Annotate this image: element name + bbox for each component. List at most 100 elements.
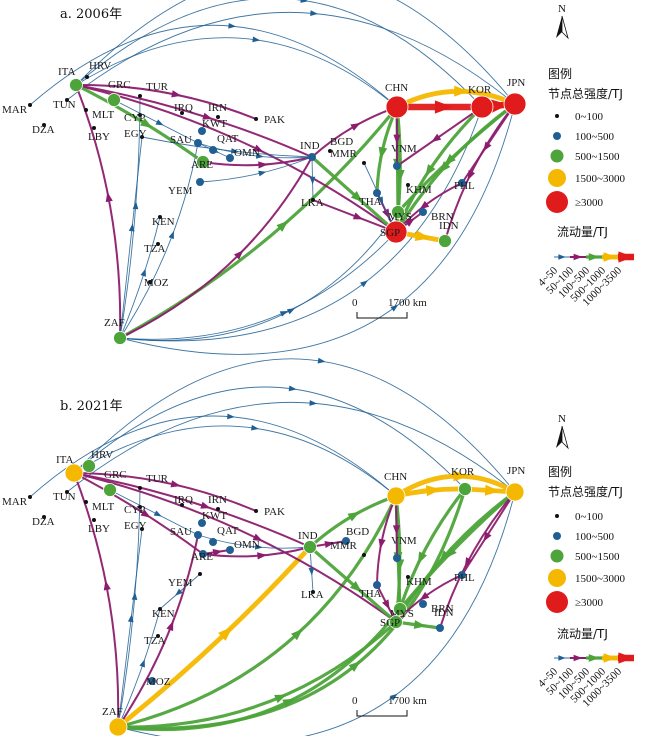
flow-arrow-are-omn	[212, 548, 223, 557]
flow-arrow-ita-are	[140, 509, 151, 518]
flow-line-ita-are	[73, 472, 204, 555]
flow-line-zaf-ind	[119, 156, 313, 339]
node-label-idn: IDN	[439, 220, 459, 232]
node-kor	[470, 95, 494, 119]
node-label-phl: PHL	[454, 572, 475, 584]
node-grc	[107, 93, 121, 107]
node-jpn	[505, 482, 525, 502]
node-irn	[216, 115, 220, 119]
flow-line-yem-ind	[199, 156, 313, 183]
flow-line-zaf-tur	[119, 95, 141, 339]
node-legend-swatch-0	[555, 114, 559, 118]
flow-line-zaf-mys	[116, 607, 402, 732]
north-arrow-icon: N	[556, 3, 569, 40]
node-label-brn: BRN	[431, 211, 454, 223]
node-label-khm: KHM	[406, 184, 432, 196]
node-mar	[28, 495, 32, 499]
flow-line-ita-sgp	[73, 472, 397, 623]
flow-arrow-tha-sgp	[382, 599, 390, 610]
node-label-moz: MOZ	[144, 277, 169, 289]
node-legend-swatch-0	[555, 514, 559, 518]
node-phl	[458, 179, 466, 187]
node-label-irq: IRQ	[174, 102, 193, 114]
flow-arrow-phl-sgp	[419, 200, 430, 210]
flow-arrow-zaf-mys	[286, 308, 295, 315]
node-tha	[373, 581, 381, 589]
node-label-omn: OMN	[234, 539, 260, 551]
node-legend-label-2: 500~1500	[575, 151, 620, 163]
flow-line-are-ind	[202, 156, 313, 167]
flow-line-zaf-ken	[119, 216, 161, 339]
node-legend-swatch-2	[550, 149, 564, 163]
flow-legend-arrow-1	[573, 253, 583, 261]
node-label-ind: IND	[300, 140, 320, 152]
node-label-mar: MAR	[2, 496, 28, 508]
node-label-tza: TZA	[144, 243, 165, 255]
flow-line-ita-ind	[73, 472, 311, 548]
flow-arrow-kor-sgp	[417, 551, 428, 565]
node-label-dza: DZA	[32, 124, 55, 136]
flow-line-zaf-egy	[117, 528, 143, 728]
node-irn	[216, 507, 220, 511]
legend-a: N 图例 节点总强度/TJ 0~100100~500500~15001500~3…	[536, 3, 634, 308]
node-label-bgd: BGD	[330, 136, 353, 148]
flow-line-zaf-sgp	[119, 231, 397, 340]
node-omn	[226, 154, 234, 162]
node-dza	[42, 123, 46, 127]
flow-arrow-sau-ind	[255, 153, 264, 159]
node-zaf	[113, 331, 127, 345]
flow-arrow-chn-jpn	[454, 85, 469, 97]
flow-arrow-chn-kor	[425, 485, 442, 497]
node-label-vnm: VNM	[391, 535, 417, 547]
node-egy	[140, 135, 144, 139]
flow-arrow-are-ind	[257, 552, 267, 560]
flow-arrow-ita-sgp	[252, 533, 263, 542]
node-qat	[209, 146, 217, 154]
flow-arrow-ind-bgd	[324, 540, 335, 549]
node-label-zaf: ZAF	[104, 317, 125, 329]
legend-b: N 图例 节点总强度/TJ 0~100100~500500~15001500~3…	[536, 413, 634, 709]
scale-distance-b: 1700 km	[388, 695, 427, 707]
node-lka	[311, 198, 315, 202]
node-mlt	[84, 500, 88, 504]
node-mys	[393, 602, 407, 616]
flow-line-jpn-mys	[398, 490, 517, 611]
node-tza	[156, 634, 160, 638]
node-legend-label-3: 1500~3000	[575, 573, 625, 585]
flow-line-zaf-sau	[119, 142, 199, 339]
flow-arrow-ind-sgp	[350, 191, 363, 203]
node-label-kwt: KWT	[202, 510, 227, 522]
flow-arrow-zaf-ita	[103, 580, 111, 591]
flow-arrow-ind-lka	[309, 176, 316, 185]
node-label-pak: PAK	[264, 114, 285, 126]
north-arrow-icon: N	[556, 413, 569, 450]
scale-zero-b: 0	[352, 695, 358, 707]
flow-line-ita-pak	[73, 472, 257, 512]
node-legend-swatch-4	[546, 591, 568, 613]
node-vnm	[393, 554, 401, 562]
node-label-omn: OMN	[234, 147, 260, 159]
flow-legend-arrow-4	[618, 652, 634, 664]
node-legend-swatch-1	[553, 532, 561, 540]
node-kwt	[198, 519, 206, 527]
node-tur	[138, 94, 142, 98]
flow-line-sau-ind	[197, 534, 311, 549]
node-sgp	[389, 615, 403, 629]
flow-arrow-grc-sau	[153, 510, 162, 517]
flow-line-zaf-ita	[73, 472, 120, 728]
node-lby	[92, 518, 96, 522]
node-mmr	[362, 161, 366, 165]
flow-arrow-sgp-idn	[414, 230, 431, 242]
node-label-tha: THA	[359, 196, 382, 208]
flow-line-ita-jpn	[75, 0, 516, 105]
node-label-kwt: KWT	[202, 118, 227, 130]
node-label-lby: LBY	[88, 523, 110, 535]
node-label-kor: KOR	[451, 466, 475, 478]
flow-arrow-jpn-mys	[445, 546, 457, 559]
flow-arrow-zaf-chn	[276, 220, 289, 232]
node-label-yem: YEM	[168, 577, 193, 589]
north-label: N	[558, 3, 566, 15]
flow-line-jpn-phl	[461, 491, 516, 576]
node-ita	[69, 78, 83, 92]
